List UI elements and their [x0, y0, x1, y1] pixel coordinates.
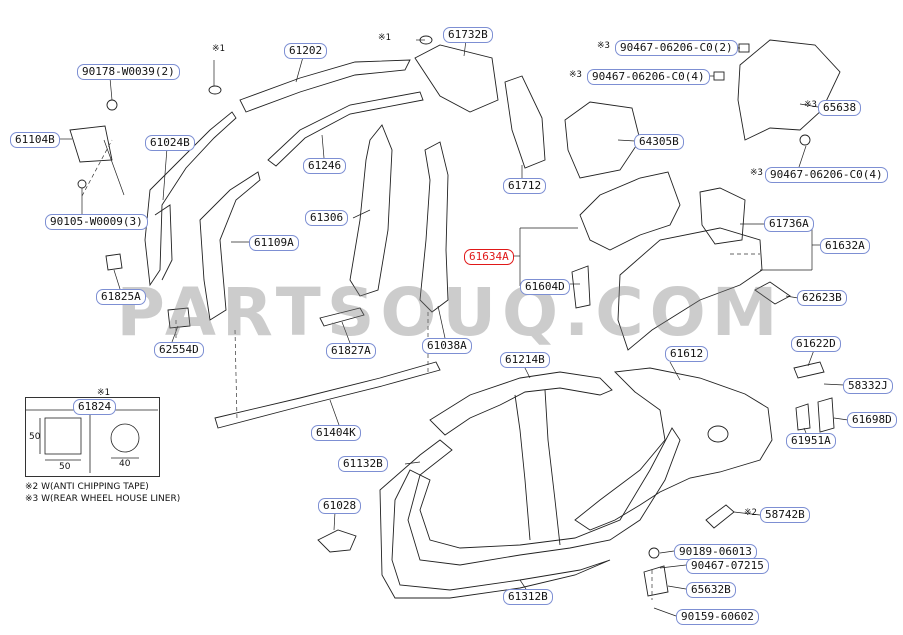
part-label-90105[interactable]: 90105-W0009(3) [45, 214, 148, 230]
part-label-61825A[interactable]: 61825A [96, 289, 146, 305]
side-outer-61312B [379, 427, 681, 599]
part-label-61612[interactable]: 61612 [665, 346, 709, 362]
inner-rail-61246 [267, 91, 424, 167]
part-label-58332J[interactable]: 58332J [843, 378, 893, 394]
part-label-61202[interactable]: 61202 [284, 43, 328, 59]
strip-62623B [754, 281, 791, 305]
part-label-61712[interactable]: 61712 [503, 178, 547, 194]
bracket-65632B [643, 565, 669, 597]
part-label-61214B[interactable]: 61214B [500, 352, 550, 368]
bracket-61028 [317, 529, 357, 553]
note-mark-3a: ※3 [597, 41, 610, 51]
note-mark-1b: ※1 [378, 33, 391, 43]
pillar-61109A [199, 171, 261, 321]
note-mark-1c: ※1 [97, 388, 110, 398]
legend-dim-height: 50 [29, 432, 41, 442]
part-label-61024B[interactable]: 61024B [145, 135, 195, 151]
part-61951A [795, 403, 811, 431]
part-label-61604D[interactable]: 61604D [520, 279, 570, 295]
note-mark-3b: ※3 [569, 70, 582, 80]
part-label-61634A[interactable]: 61634A [464, 249, 514, 265]
part-label-61132B[interactable]: 61132B [338, 456, 388, 472]
part-label-61028[interactable]: 61028 [318, 498, 362, 514]
part-label-61038A[interactable]: 61038A [422, 338, 472, 354]
center-pillar-61038A [419, 141, 449, 313]
note-mark-1: ※1 [212, 44, 225, 54]
part-label-61736A[interactable]: 61736A [764, 216, 814, 232]
part-label-90467-07215[interactable]: 90467-07215 [686, 558, 769, 574]
inner-panel-61634A [579, 171, 681, 251]
part-label-90178[interactable]: 90178-W0039(2) [77, 64, 180, 80]
tape-58742B [705, 504, 735, 529]
part-label-61404K[interactable]: 61404K [311, 425, 361, 441]
part-label-62623B[interactable]: 62623B [797, 290, 847, 306]
legend-box [25, 397, 160, 477]
part-label-61827A[interactable]: 61827A [326, 343, 376, 359]
legend-dim-diameter: 40 [119, 459, 131, 469]
rocker-61404K [214, 361, 441, 429]
part-label-61732B[interactable]: 61732B [443, 27, 493, 43]
rocker-61827A [319, 307, 365, 327]
bracket-61712 [504, 75, 546, 169]
wheel-liner-65638 [737, 39, 841, 141]
part-label-62554D[interactable]: 62554D [154, 342, 204, 358]
part-label-90467-c0-4a[interactable]: 90467-06206-C0(4) [587, 69, 710, 85]
part-label-65632B[interactable]: 65632B [686, 582, 736, 598]
part-label-61824[interactable]: 61824 [73, 399, 117, 415]
center-pillar-61306 [349, 124, 393, 297]
part-label-90467-c0-2[interactable]: 90467-06206-C0(2) [615, 40, 738, 56]
roof-rail-61202 [239, 59, 411, 113]
part-61698D [817, 397, 835, 433]
part-label-61306[interactable]: 61306 [305, 210, 349, 226]
bracket-64305B [564, 101, 641, 179]
part-label-61104B[interactable]: 61104B [10, 132, 60, 148]
part-label-90467-c0-4b[interactable]: 90467-06206-C0(4) [765, 167, 888, 183]
part-label-65638[interactable]: 65638 [818, 100, 862, 116]
panel-61632A [617, 227, 763, 351]
part-label-61632A[interactable]: 61632A [820, 238, 870, 254]
bracket-61604D [571, 265, 591, 309]
bracket-61736A [699, 187, 746, 245]
legend-note-2: ※2 W(ANTI CHIPPING TAPE) [25, 482, 149, 492]
side-outer-61214B [429, 371, 613, 436]
part-label-61622D[interactable]: 61622D [791, 336, 841, 352]
part-label-58742B[interactable]: 58742B [760, 507, 810, 523]
front-pillar-61024B [144, 111, 237, 287]
legend-dim-width: 50 [59, 462, 71, 472]
part-label-61246[interactable]: 61246 [303, 158, 347, 174]
note-mark-2: ※2 [744, 508, 757, 518]
part-61622D [793, 361, 825, 379]
part-label-61698D[interactable]: 61698D [847, 412, 897, 428]
note-mark-3d: ※3 [750, 168, 763, 178]
part-label-64305B[interactable]: 64305B [634, 134, 684, 150]
quarter-panel-61612 [574, 367, 773, 531]
part-label-61312B[interactable]: 61312B [503, 589, 553, 605]
legend-note-3: ※3 W(REAR WHEEL HOUSE LINER) [25, 494, 181, 504]
part-label-61951A[interactable]: 61951A [786, 433, 836, 449]
part-label-90159[interactable]: 90159-60602 [676, 609, 759, 625]
part-label-61109A[interactable]: 61109A [249, 235, 299, 251]
bracket-61732B [414, 44, 499, 113]
note-mark-3c: ※3 [804, 100, 817, 110]
